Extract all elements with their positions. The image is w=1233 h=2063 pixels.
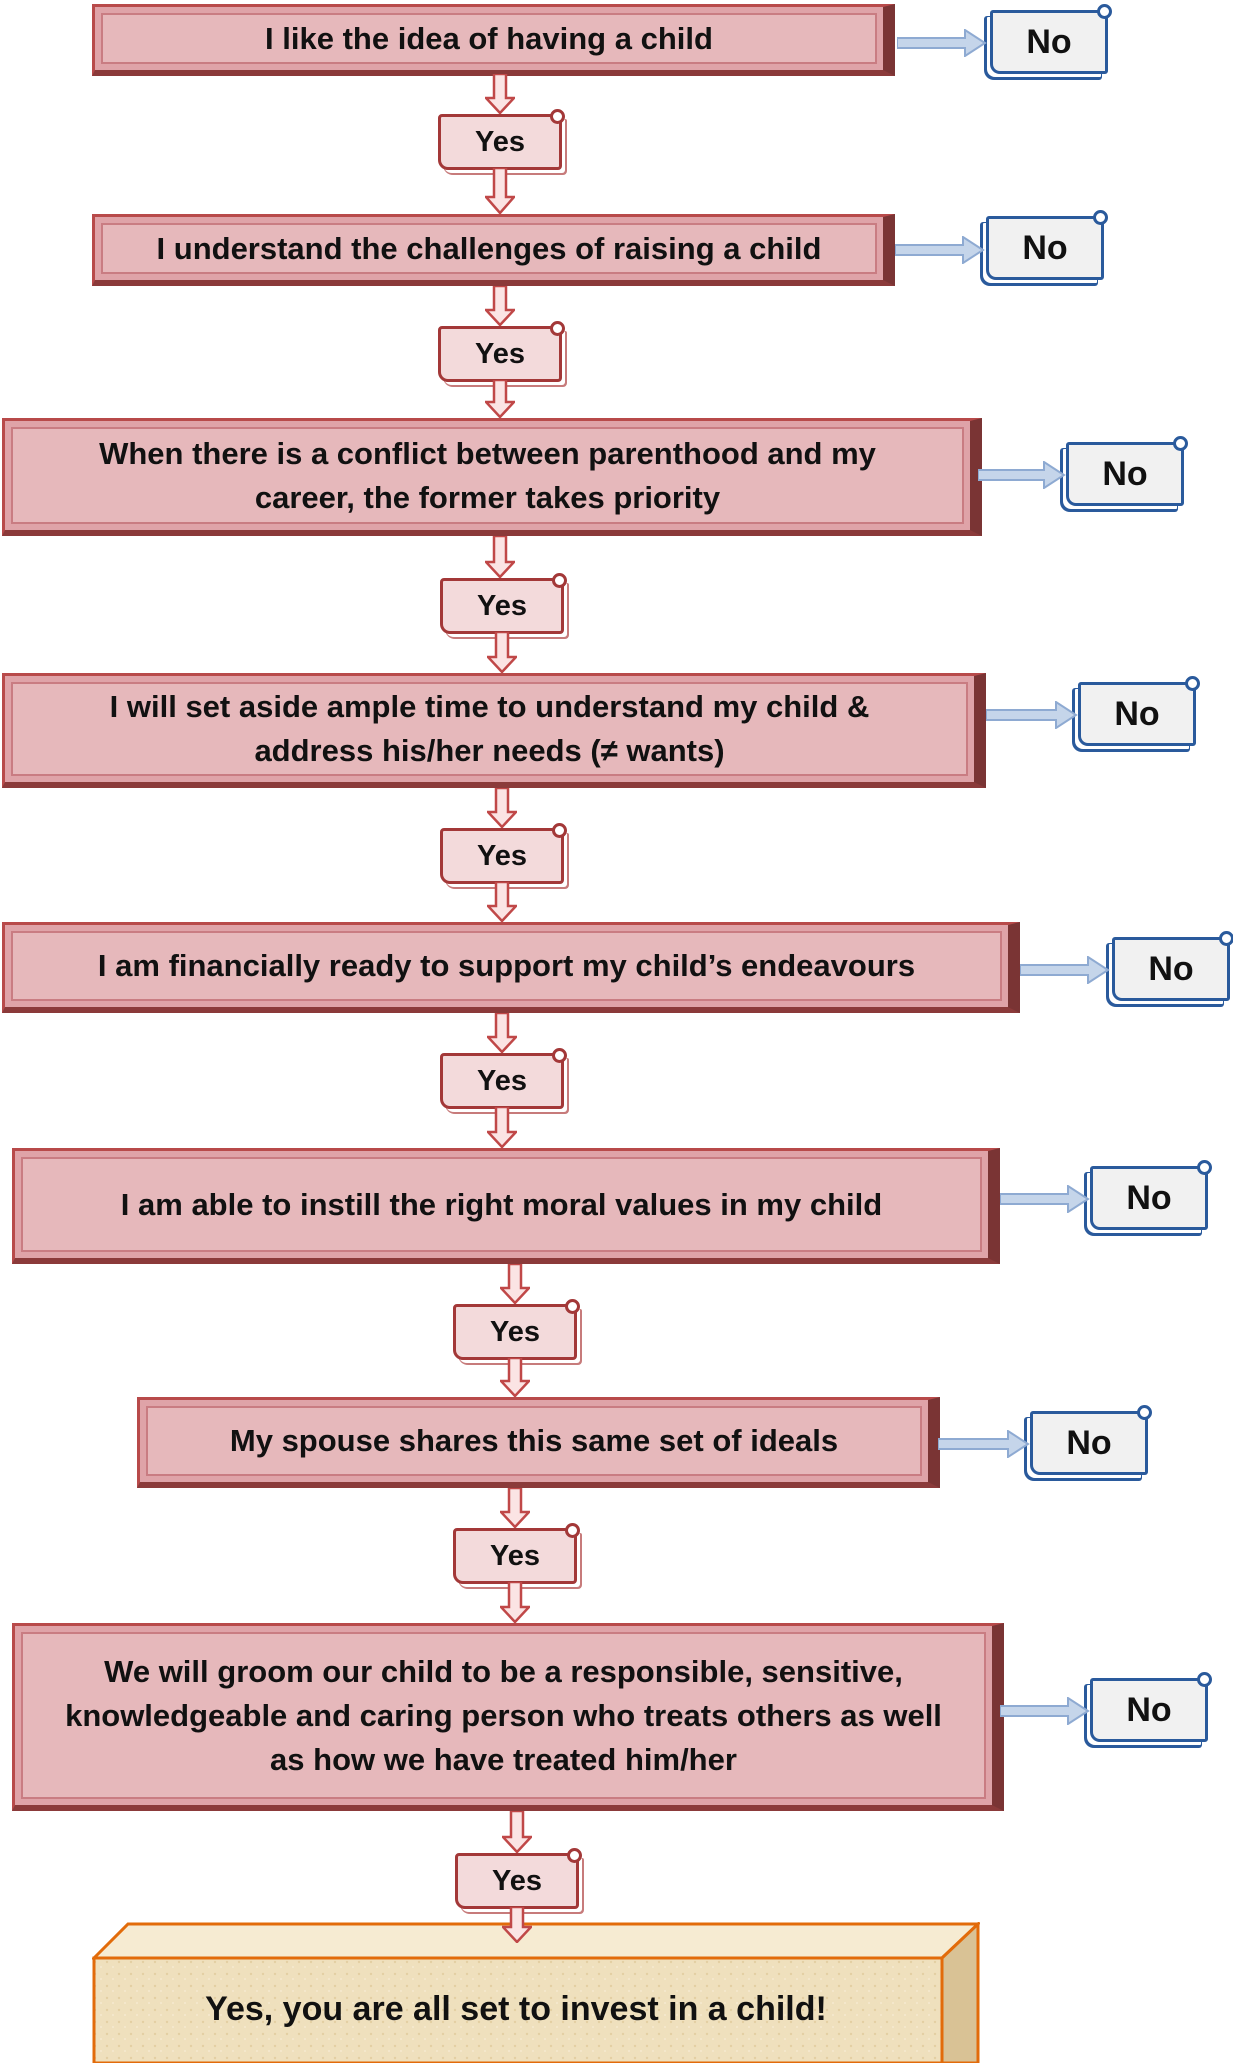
down-arrow-icon [500,1358,530,1397]
question-box-5: I am financially ready to support my chi… [2,922,1020,1013]
question-box-2: I understand the challenges of raising a… [92,214,895,286]
no-text: No [1126,1690,1172,1729]
no-label-7: No [1030,1405,1152,1475]
no-label-5: No [1112,931,1233,1001]
yes-label-2: Yes [438,321,565,382]
down-arrow-icon [487,882,517,922]
no-text: No [1066,1423,1112,1462]
question-text-1: I like the idea of having a child [265,20,713,56]
question-text-5: I am financially ready to support my chi… [97,948,916,983]
yes-label-6: Yes [453,1299,580,1360]
no-text: No [1102,454,1148,493]
no-arrow-icon-4 [986,701,1078,729]
question-text-2: I understand the challenges of raising a… [156,230,822,266]
no-arrow-icon-3 [978,461,1066,489]
no-label-1: No [990,4,1112,74]
down-arrow-icon [487,1013,517,1053]
no-label-6: No [1090,1160,1212,1230]
yes-text: Yes [477,1064,527,1097]
conclusion-text: Yes, you are all set to invest in a chil… [205,1990,827,2028]
yes-text: Yes [490,1315,540,1348]
no-label-3: No [1066,436,1188,506]
down-arrow-icon [500,1582,530,1623]
yes-label-5: Yes [440,1048,567,1109]
question-box-4: I will set aside ample time to understan… [2,673,986,788]
question-text-8: We will groom our child to be a responsi… [65,1653,942,1777]
down-arrow-icon [487,1107,517,1148]
down-arrow-icon [485,74,515,114]
down-arrow-icon [502,1811,532,1853]
yes-label-7: Yes [453,1523,580,1584]
no-text: No [1126,1178,1172,1217]
question-text-6: I am able to instill the right moral val… [120,1186,883,1222]
down-arrow-icon [487,788,517,828]
question-text-4: I will set aside ample time to understan… [109,689,870,768]
down-arrow-icon [500,1264,530,1304]
down-arrow-icon [485,536,515,578]
no-arrow-icon-2 [895,236,985,264]
yes-label-1: Yes [438,109,565,170]
question-box-8: We will groom our child to be a responsi… [12,1623,1004,1811]
down-arrow-icon [485,286,515,326]
question-box-1: I like the idea of having a child [92,4,895,76]
yes-label-8: Yes [455,1848,582,1909]
no-text: No [1022,228,1068,267]
question-box-6: I am able to instill the right moral val… [12,1148,1000,1264]
no-label-2: No [986,210,1108,280]
yes-text: Yes [492,1864,542,1897]
yes-label-4: Yes [440,823,567,884]
yes-text: Yes [475,125,525,158]
question-box-7: My spouse shares this same set of ideals [137,1397,940,1488]
yes-text: Yes [477,589,527,622]
no-arrow-icon-6 [1000,1185,1090,1213]
no-arrow-icon-5 [1020,956,1110,984]
yes-text: Yes [490,1539,540,1572]
question-text-3: When there is a conflict between parenth… [99,435,876,515]
no-text: No [1114,694,1160,733]
yes-label-3: Yes [440,573,567,634]
down-arrow-icon [502,1907,532,1943]
no-arrow-icon-7 [938,1430,1030,1458]
no-text: No [1148,949,1194,988]
no-arrow-icon-8 [1000,1697,1090,1725]
conclusion-box [92,1922,980,2063]
no-label-4: No [1078,676,1200,746]
down-arrow-icon [500,1488,530,1528]
question-box-3: When there is a conflict between parenth… [2,418,982,536]
no-label-8: No [1090,1672,1212,1742]
down-arrow-icon [485,168,515,214]
down-arrow-icon [487,632,517,673]
yes-text: Yes [477,839,527,872]
yes-text: Yes [475,337,525,370]
down-arrow-icon [485,380,515,418]
question-text-7: My spouse shares this same set of ideals [229,1423,839,1458]
no-arrow-icon-1 [897,29,987,57]
no-text: No [1026,22,1072,61]
